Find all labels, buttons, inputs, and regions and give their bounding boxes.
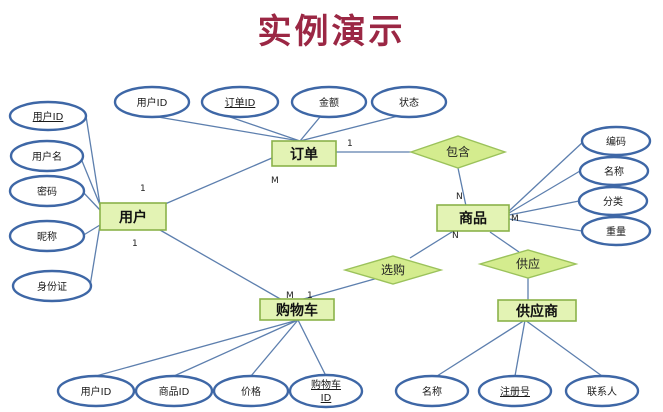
connector-order-userid bbox=[151, 115, 301, 142]
entity-order: 订单 bbox=[271, 140, 337, 167]
connector-cart-id bbox=[297, 319, 327, 377]
relationship-select: 选购 bbox=[342, 255, 444, 285]
entity-label: 商品 bbox=[459, 210, 487, 227]
connector-user-cart bbox=[159, 229, 283, 301]
attribute-label: 重量 bbox=[606, 225, 626, 238]
connector-product-category bbox=[508, 200, 580, 216]
attribute-label: 分类 bbox=[603, 195, 623, 208]
cardinality-order-user: M bbox=[271, 176, 279, 186]
connector-product-code bbox=[508, 140, 585, 212]
connector-cart-price bbox=[250, 319, 299, 377]
attribute-label-line1: 购物车 bbox=[311, 378, 341, 391]
entity-user: 用户 bbox=[99, 202, 167, 231]
attribute-label-line2: ID bbox=[321, 393, 332, 404]
attribute-order-user-id: 用户ID bbox=[113, 85, 191, 119]
attribute-order-id: 订单ID bbox=[200, 85, 280, 119]
cardinality-labels: 1 M 1 N N 1 M 1 M bbox=[132, 139, 519, 301]
attribute-label: 商品ID bbox=[159, 385, 190, 398]
attribute-supplier-contact: 联系人 bbox=[564, 374, 640, 408]
attribute-label: 价格 bbox=[241, 385, 261, 398]
attribute-label: 用户ID bbox=[81, 385, 112, 398]
relationship-supply: 供应 bbox=[477, 249, 579, 279]
entity-label: 订单 bbox=[290, 146, 318, 163]
attribute-order-amount: 金额 bbox=[290, 85, 368, 119]
attribute-label: 用户名 bbox=[32, 150, 62, 163]
attribute-user-name: 用户名 bbox=[9, 139, 85, 173]
connector-order-orderid bbox=[229, 116, 301, 142]
connector-cart-productid bbox=[173, 319, 299, 377]
cardinality-product-contains: N bbox=[456, 192, 463, 202]
attribute-label: 名称 bbox=[422, 385, 442, 398]
attribute-label: 编码 bbox=[606, 135, 626, 148]
connector-product-supply bbox=[489, 231, 520, 253]
connector-product-select bbox=[409, 229, 456, 259]
connector-product-name bbox=[508, 170, 581, 214]
connector-user-nickname bbox=[81, 224, 101, 237]
relationship-label: 包含 bbox=[446, 144, 470, 159]
connector-order-amount bbox=[299, 116, 321, 142]
entity-supplier: 供应商 bbox=[497, 299, 577, 322]
attribute-supplier-reg-no: 注册号 bbox=[477, 374, 553, 408]
connector-user-name bbox=[79, 155, 101, 206]
relationship-label: 选购 bbox=[381, 262, 405, 277]
cardinality-user-cart: 1 bbox=[132, 239, 138, 249]
attribute-user-password: 密码 bbox=[8, 174, 86, 208]
attribute-label: 用户ID bbox=[33, 110, 64, 123]
connector-user-idcard bbox=[89, 224, 101, 287]
relationship-contains: 包含 bbox=[408, 135, 508, 169]
connector-supplier-regno bbox=[514, 319, 526, 377]
entity-product: 商品 bbox=[436, 204, 510, 232]
page-title: 实例演示 bbox=[257, 12, 406, 52]
attribute-product-category: 分类 bbox=[577, 185, 649, 217]
connector-product-weight bbox=[508, 218, 583, 232]
attribute-user-id: 用户ID bbox=[8, 100, 88, 132]
connector-supplier-contact bbox=[524, 319, 603, 377]
connectors bbox=[79, 115, 603, 377]
connector-user-id bbox=[85, 115, 101, 206]
relationship-label: 供应 bbox=[516, 256, 540, 271]
connector-order-status bbox=[299, 115, 399, 142]
attribute-product-code: 编码 bbox=[580, 125, 652, 157]
attribute-label: 金额 bbox=[319, 96, 339, 109]
attribute-label: 昵称 bbox=[37, 230, 57, 243]
attribute-label: 状态 bbox=[399, 96, 419, 109]
attribute-product-name: 名称 bbox=[578, 155, 650, 187]
attribute-product-weight: 重量 bbox=[580, 215, 652, 247]
attribute-label: 注册号 bbox=[500, 385, 530, 398]
cardinality-product-select: N bbox=[452, 231, 459, 241]
attribute-supplier-name: 名称 bbox=[394, 374, 470, 408]
attribute-label: 名称 bbox=[604, 165, 624, 178]
attribute-cart-user-id: 用户ID bbox=[56, 374, 136, 408]
connector-user-order bbox=[164, 157, 273, 205]
entity-label: 购物车 bbox=[276, 302, 318, 319]
connector-user-password bbox=[81, 190, 101, 211]
attribute-cart-product-id: 商品ID bbox=[134, 374, 214, 408]
entity-label: 供应商 bbox=[515, 303, 558, 320]
attribute-label: 联系人 bbox=[587, 386, 617, 398]
attribute-label: 身份证 bbox=[37, 280, 67, 293]
connector-select-cart bbox=[299, 277, 379, 301]
attribute-order-status: 状态 bbox=[370, 85, 448, 119]
cardinality-order-contains: 1 bbox=[347, 139, 353, 149]
attribute-user-idcard: 身份证 bbox=[11, 269, 93, 303]
attribute-cart-price: 价格 bbox=[212, 374, 290, 408]
attribute-cart-id: 购物车 ID bbox=[288, 373, 364, 409]
attribute-label: 密码 bbox=[37, 185, 57, 198]
cardinality-product-supply: M bbox=[511, 214, 519, 224]
connector-contains-product bbox=[457, 167, 467, 207]
entity-cart: 购物车 bbox=[259, 298, 335, 321]
connector-cart-userid bbox=[95, 319, 299, 377]
attribute-label: 用户ID bbox=[137, 96, 168, 109]
entity-label: 用户 bbox=[119, 209, 147, 226]
connector-supplier-name bbox=[436, 319, 526, 377]
cardinality-cart-1: 1 bbox=[307, 291, 313, 301]
cardinality-user-order: 1 bbox=[140, 184, 146, 194]
cardinality-cart-m: M bbox=[286, 291, 294, 301]
attribute-user-nickname: 昵称 bbox=[8, 219, 86, 253]
attribute-label: 订单ID bbox=[225, 97, 256, 109]
